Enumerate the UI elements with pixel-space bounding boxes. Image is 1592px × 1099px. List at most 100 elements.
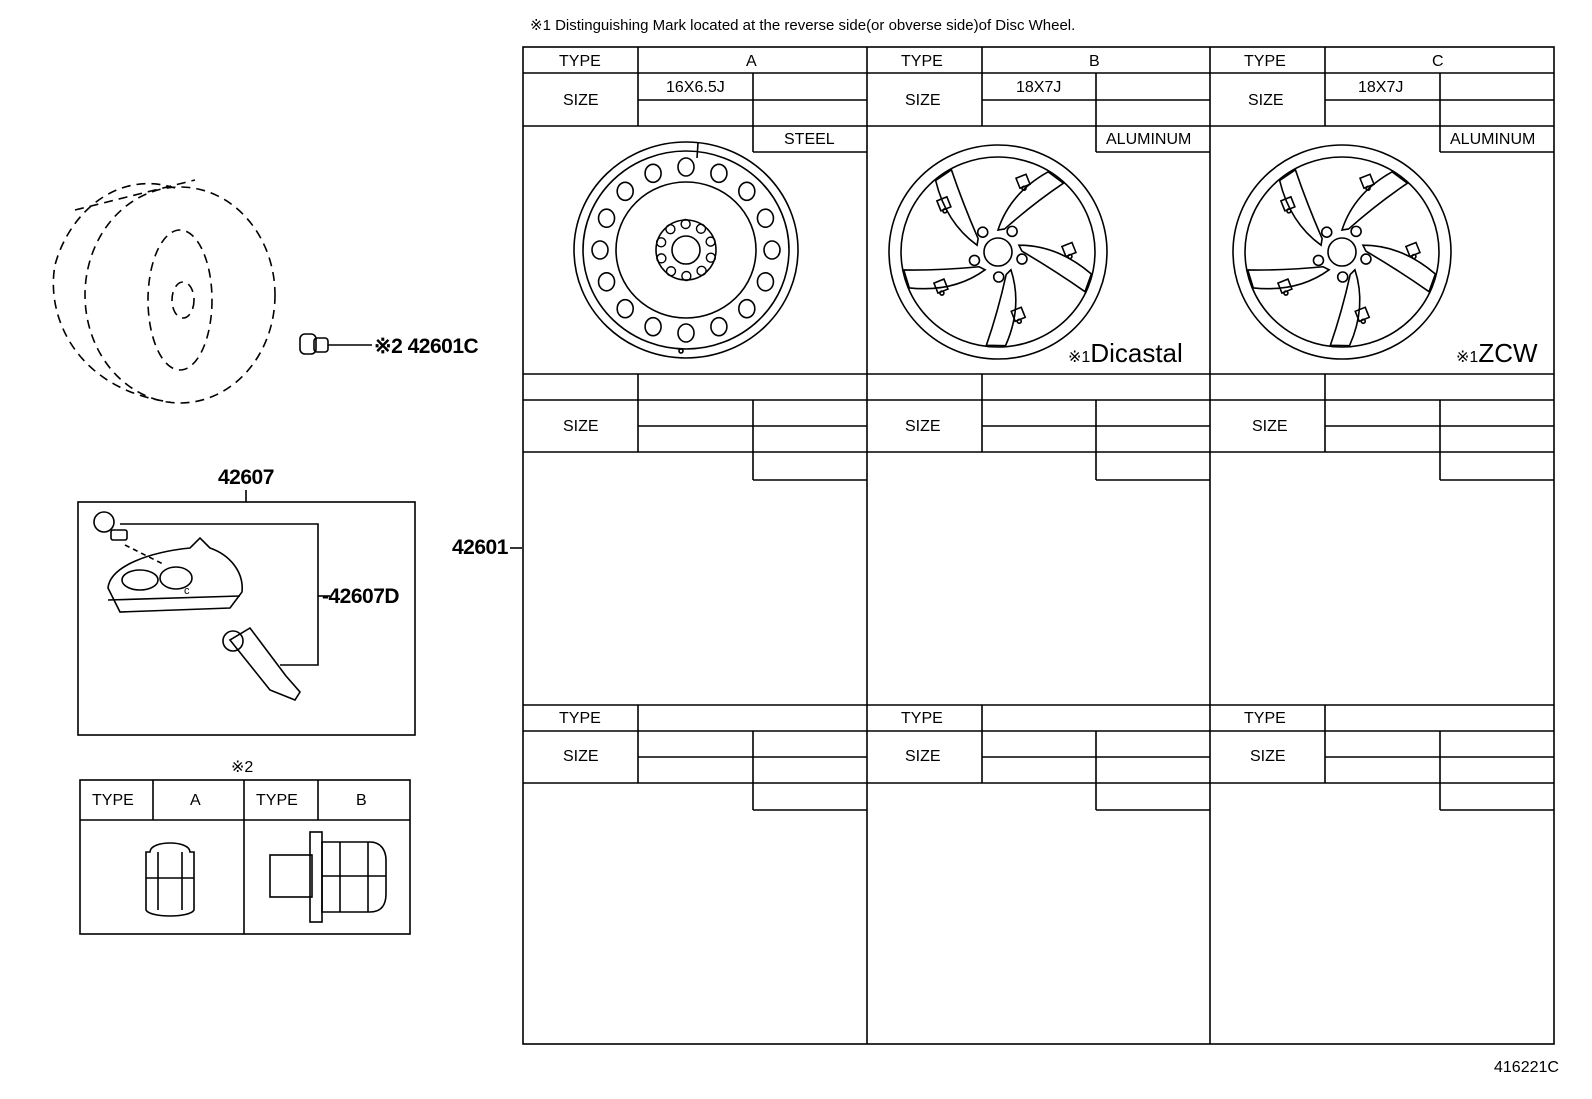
vent-hole [677, 157, 695, 177]
rim-inner [1244, 156, 1440, 348]
spoke [996, 170, 1065, 231]
rim-outer [1232, 144, 1452, 360]
lug-hole [681, 270, 692, 282]
distinguishing-mark-note: ※1 Distinguishing Mark located at the re… [530, 17, 1076, 34]
wheel-a-type-label: TYPE [559, 53, 601, 70]
spoke [1361, 244, 1437, 293]
spoke [902, 265, 987, 290]
nut-table-type-a: A [190, 792, 201, 809]
sensor-kit-box [77, 501, 416, 736]
vent-hole [677, 323, 695, 343]
spoke [1246, 265, 1331, 290]
bolt-hole [976, 226, 989, 238]
spoke-dot [1411, 253, 1417, 260]
wheel-a-type: A [746, 53, 757, 70]
spoke-pocket [1010, 306, 1027, 323]
wheel-c-type-label: TYPE [1244, 53, 1286, 70]
wheel-b-size: 18X7J [1016, 79, 1062, 96]
spoke-pocket [1276, 278, 1293, 295]
lug-hole [655, 237, 667, 248]
wheel-c-size-label: SIZE [1248, 92, 1284, 109]
bolt-hole [1016, 253, 1028, 265]
spoke-dot [1286, 208, 1292, 214]
part-number-42607: 42607 [218, 466, 274, 489]
vent-hole [756, 208, 775, 229]
bolt-hole [1336, 271, 1349, 283]
vent-hole [738, 298, 756, 319]
spoke-pocket [1404, 241, 1421, 258]
alloy-wheel-c-icon [1232, 144, 1452, 360]
nut-table-grid [79, 779, 411, 935]
spoke-dot [1283, 290, 1289, 296]
nut-table-type-b: B [356, 792, 367, 809]
vent-hole [616, 298, 634, 319]
wheel-b-distinguishing-mark: ※1Dicastal [1068, 338, 1183, 368]
hub-bore [1327, 237, 1357, 267]
vent-hole [738, 181, 756, 202]
wheel-b-type: B [1089, 53, 1100, 70]
spoke [1329, 268, 1361, 347]
bolt-hole [1312, 254, 1325, 267]
part-number-42601c: ※2 42601C [374, 335, 479, 358]
spoke-pocket [1014, 173, 1032, 190]
vent-hole [710, 163, 728, 184]
bolt-hole [992, 271, 1005, 283]
lug-hole [680, 218, 691, 230]
vent-hole [616, 181, 634, 202]
spoke-dot [1067, 253, 1073, 260]
part-number-42607d: -42607D [322, 585, 400, 608]
vent-hole [756, 271, 775, 292]
nut-type-a-icon [145, 842, 195, 917]
wheel-c-type: C [1432, 53, 1444, 70]
bolt-hole [968, 254, 981, 267]
spoke-pocket [932, 278, 949, 295]
wheel-c-size: 18X7J [1358, 79, 1404, 96]
vent-hole [763, 240, 781, 260]
wheel-c-distinguishing-mark: ※1ZCW [1456, 338, 1538, 368]
spoke-dot [939, 290, 945, 296]
hub-bore [983, 237, 1013, 267]
lug-hole [696, 265, 707, 277]
spoke-pocket [1060, 241, 1077, 258]
spoke [1340, 170, 1409, 231]
wheel-b-type-label-3: TYPE [901, 710, 943, 727]
wheel-b-size-label-3: SIZE [905, 748, 941, 765]
spoke-dot [1365, 185, 1371, 192]
vent-hole [591, 240, 609, 260]
wheel-c-material: ALUMINUM [1450, 131, 1536, 148]
vent-hole [644, 316, 662, 337]
lug-hole [665, 223, 676, 235]
rim-inner [900, 156, 1096, 348]
bolt-hole [1006, 225, 1018, 238]
spoke [1278, 168, 1323, 247]
bolt-hole [1320, 226, 1333, 238]
tire-outline-icon [52, 179, 276, 404]
steel-wheel-vent-holes [591, 157, 781, 343]
wheel-b-material: ALUMINUM [1106, 131, 1192, 148]
lug-hole [705, 252, 717, 263]
wheel-c-size-label-3: SIZE [1250, 748, 1286, 765]
spoke-dot [1360, 318, 1367, 325]
lug-hole [705, 236, 716, 247]
spoke-pocket [935, 195, 952, 212]
wheel-a-size-label: SIZE [563, 92, 599, 109]
wheel-c-type-label-3: TYPE [1244, 710, 1286, 727]
alloy-wheel-b-icon [888, 144, 1108, 360]
spoke-pocket [1354, 306, 1371, 323]
spoke [934, 168, 979, 247]
spoke [1017, 244, 1093, 293]
diagram-id: 416221C [1494, 1059, 1559, 1076]
tpms-sensor-icon: c [93, 511, 330, 701]
lug-hole [656, 253, 667, 264]
steel-wheel-lug-holes [655, 218, 717, 282]
svg-text:c: c [184, 585, 190, 597]
wheel-c-size-label-2: SIZE [1252, 418, 1288, 435]
lug-hole [695, 223, 707, 234]
spoke [985, 268, 1017, 347]
bolt-hole [1360, 253, 1372, 265]
wheel-table-grid [522, 46, 1555, 1045]
lug-hole [665, 266, 677, 277]
vent-hole [597, 208, 616, 229]
wheel-a-material: STEEL [784, 131, 835, 148]
